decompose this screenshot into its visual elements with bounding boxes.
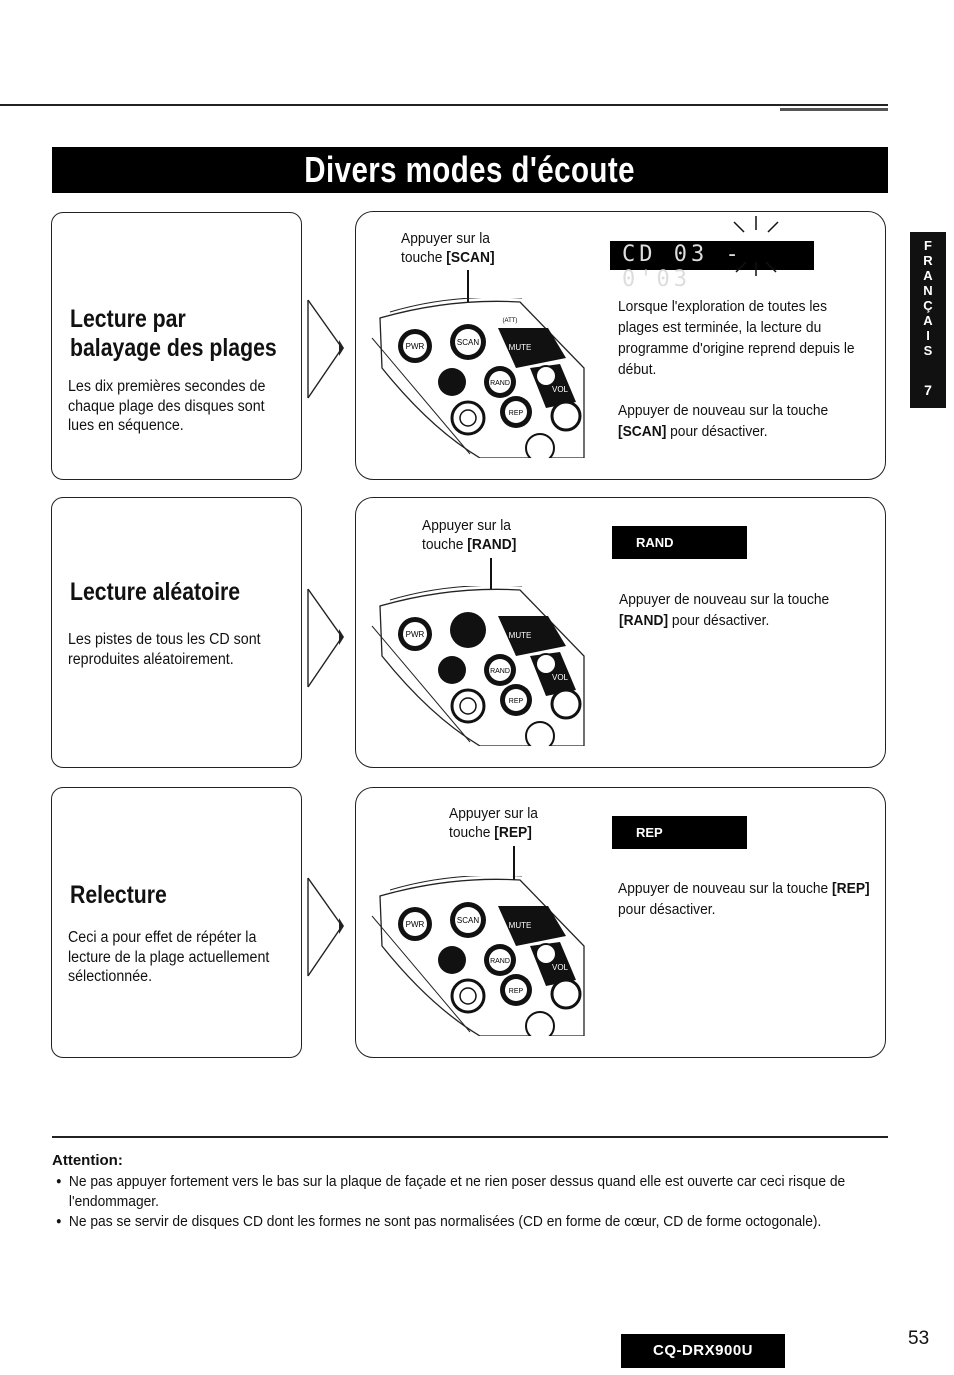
scan-display-text: CD 03 - 0'03 — [622, 242, 743, 292]
remote-pwr-label: PWR — [406, 920, 425, 929]
remote-scan-label: SCAN — [457, 338, 479, 347]
scan-display: CD 03 - 0'03 — [610, 241, 814, 292]
rep-title: Relecture — [70, 881, 167, 909]
scan-press-line2: touche — [401, 249, 447, 266]
remote-att-label: (ATT) — [503, 318, 518, 324]
scan-info-text: Lorsque l'exploration de toutes les plag… — [618, 298, 855, 378]
remote-vol-label: VOL — [552, 963, 569, 972]
language-tab: F R A N Ç A I S 7 — [910, 232, 946, 408]
rep-key-label: [REP] — [494, 824, 532, 841]
remote-rand-label: RAND — [490, 958, 510, 965]
rep-arrow-icon — [307, 877, 344, 977]
language-tab-letter: A — [923, 313, 933, 328]
rand-key-label: [RAND] — [467, 536, 517, 553]
scan-deactivate-suffix: pour désactiver. — [666, 423, 768, 440]
rand-deactivate-suffix: pour désactiver. — [668, 612, 770, 629]
flash-rays-icon — [733, 216, 779, 276]
top-rule-accent — [780, 108, 888, 111]
language-tab-letter: S — [923, 343, 933, 358]
remote-vol-label: VOL — [552, 385, 569, 394]
rand-title: Lecture aléatoire — [70, 578, 241, 606]
rep-description: Ceci a pour effet de répéter la lecture … — [68, 929, 270, 985]
language-tab-letter: F — [924, 238, 932, 253]
attention-list: Ne pas appuyer fortement vers le bas sur… — [56, 1172, 886, 1232]
scan-press-line1: Appuyer sur la — [401, 230, 490, 247]
rand-deactivate-text: Appuyer de nouveau sur la touche [RAND] … — [619, 589, 872, 631]
remote-control-illustration: PWR SCAN MUTE RAND VOL REP — [371, 876, 585, 1036]
remote-control-illustration: PWR MUTE RAND VOL REP — [371, 586, 585, 746]
scan-press-text: Appuyer sur la touche [SCAN] — [401, 229, 495, 267]
remote-rep-label: REP — [509, 988, 524, 995]
page-title-text: Divers modes d'écoute — [304, 149, 636, 190]
scan-description: Les dix premières secondes de chaque pla… — [68, 378, 266, 434]
remote-mute-label: MUTE — [509, 343, 532, 352]
rep-description-box: Relecture Ceci a pour effet de répéter l… — [51, 787, 302, 1058]
language-tab-letter: N — [923, 283, 933, 298]
language-tab-letter: A — [923, 268, 933, 283]
rep-display: REP — [612, 816, 747, 849]
remote-control-illustration: PWR SCAN MUTE (ATT) RAND VOL REP — [371, 298, 585, 458]
remote-mute-label: MUTE — [509, 921, 532, 930]
remote-rep-label: REP — [509, 410, 524, 417]
rand-arrow-icon — [307, 588, 344, 688]
rep-press-text: Appuyer sur la touche [REP] — [449, 804, 538, 842]
rand-instruction-box: Appuyer sur la touche [RAND] RAND Appuye… — [355, 497, 886, 768]
scan-title-line1: Lecture par — [70, 305, 186, 333]
rand-display: RAND — [612, 526, 747, 559]
scan-title: Lecture par balayage des plages — [70, 305, 277, 363]
attention-item: Ne pas appuyer fortement vers le bas sur… — [56, 1172, 878, 1212]
scan-deactivate-key: [SCAN] — [618, 423, 667, 440]
top-rule — [0, 104, 888, 106]
bottom-rule — [52, 1136, 888, 1138]
page-number: 53 — [908, 1328, 930, 1349]
rep-deactivate-prefix: Appuyer de nouveau sur la touche — [618, 880, 833, 897]
language-tab-number: 7 — [924, 382, 932, 398]
remote-rep-label: REP — [509, 698, 524, 705]
attention-title: Attention: — [52, 1152, 123, 1169]
scan-arrow-icon — [307, 299, 344, 399]
remote-vol-label: VOL — [552, 673, 569, 682]
rand-description-box: Lecture aléatoire Les pistes de tous les… — [51, 497, 302, 768]
language-tab-letter: I — [926, 328, 930, 343]
scan-description-box: Lecture par balayage des plages Les dix … — [51, 212, 302, 480]
remote-mute-label: MUTE — [509, 631, 532, 640]
rep-deactivate-text: Appuyer de nouveau sur la touche [REP] p… — [618, 878, 871, 920]
rand-press-line2: touche — [422, 536, 468, 553]
rep-instruction-box: Appuyer sur la touche [REP] REP Appuyer … — [355, 787, 886, 1058]
rand-deactivate-key: [RAND] — [619, 612, 669, 629]
language-tab-letter: Ç — [923, 298, 933, 313]
remote-scan-label: SCAN — [457, 916, 479, 925]
rep-press-line2: touche — [449, 824, 495, 841]
rep-deactivate-key: [REP] — [832, 880, 870, 897]
remote-rand-label: RAND — [490, 380, 510, 387]
model-badge: CQ-DRX900U — [621, 1334, 785, 1368]
scan-title-line2: balayage des plages — [70, 334, 277, 362]
language-tab-letter: R — [923, 253, 933, 268]
scan-key-label: [SCAN] — [446, 249, 495, 266]
rand-description: Les pistes de tous les CD sont reproduit… — [68, 631, 261, 668]
scan-deactivate-prefix: Appuyer de nouveau sur la touche — [618, 402, 829, 419]
remote-pwr-label: PWR — [406, 342, 425, 351]
remote-pwr-label: PWR — [406, 630, 425, 639]
scan-instruction-box: Appuyer sur la touche [SCAN] CD 03 - 0'0… — [355, 211, 886, 480]
attention-item: Ne pas se servir de disques CD dont les … — [56, 1212, 878, 1232]
remote-rand-label: RAND — [490, 668, 510, 675]
page-title: Divers modes d'écoute — [52, 147, 888, 193]
rand-press-text: Appuyer sur la touche [RAND] — [422, 516, 516, 554]
scan-deactivate-text: Appuyer de nouveau sur la touche [SCAN] … — [618, 400, 871, 442]
rep-press-line1: Appuyer sur la — [449, 805, 538, 822]
rand-deactivate-prefix: Appuyer de nouveau sur la touche — [619, 591, 830, 608]
rep-deactivate-suffix: pour désactiver. — [618, 901, 716, 918]
rand-press-line1: Appuyer sur la — [422, 517, 511, 534]
